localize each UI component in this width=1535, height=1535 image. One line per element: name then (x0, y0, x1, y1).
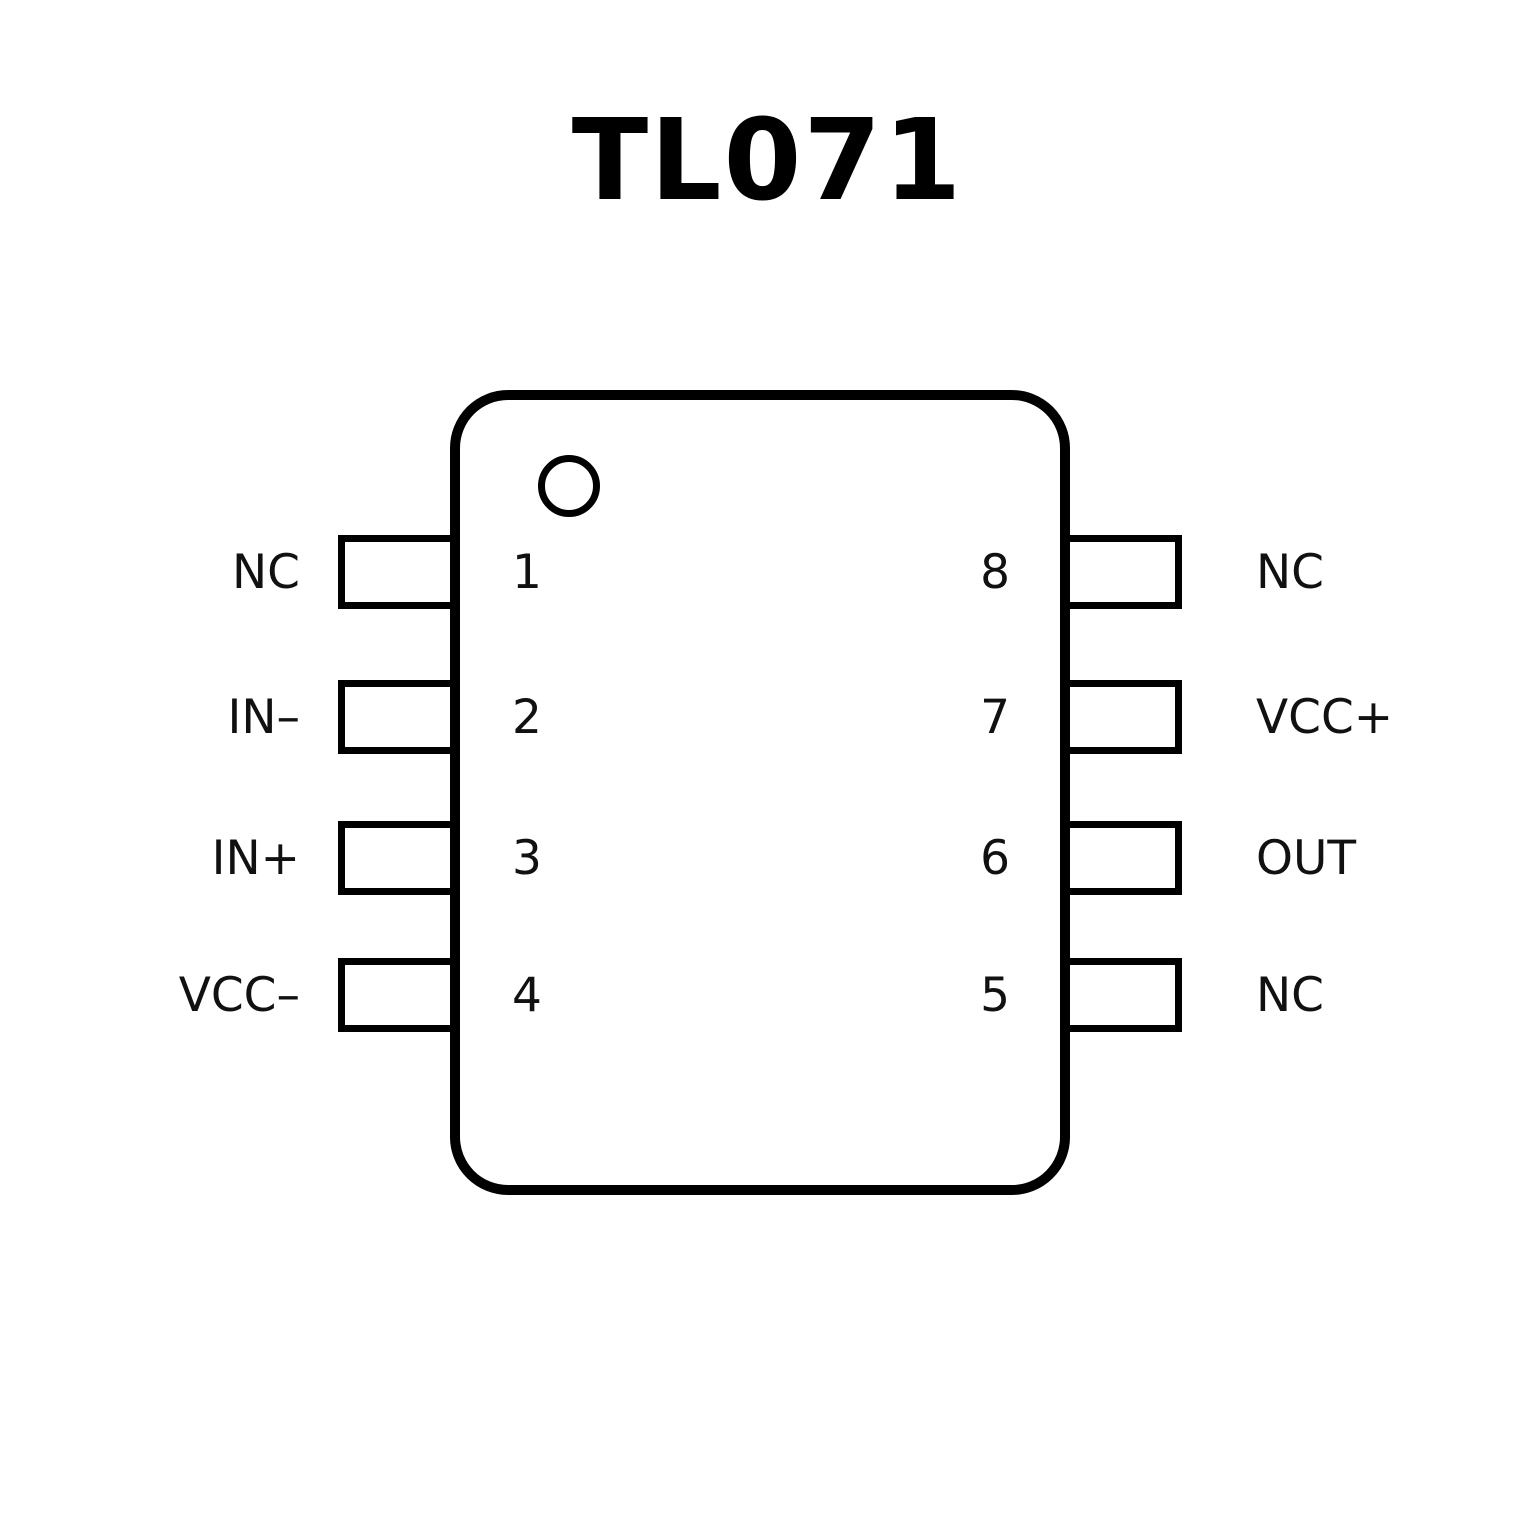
pin-label-5: NC (1256, 968, 1324, 1023)
pin-label-7: VCC+ (1256, 690, 1394, 745)
pin-number-8: 8 (980, 545, 1010, 600)
pin-number-5: 5 (980, 968, 1010, 1023)
pin-label-8: NC (1256, 545, 1324, 600)
pin-label-2: IN– (227, 690, 300, 745)
pin-number-2: 2 (512, 690, 542, 745)
pin-number-1: 1 (512, 545, 542, 600)
pin-rect-7 (1062, 680, 1182, 754)
chip-body (450, 390, 1070, 1195)
pin-label-4: VCC– (178, 968, 300, 1023)
pin-rect-2 (338, 680, 458, 754)
pin-label-6: OUT (1256, 831, 1357, 886)
pin-rect-1 (338, 535, 458, 609)
pin-rect-4 (338, 958, 458, 1032)
pin-rect-6 (1062, 821, 1182, 895)
pin-number-7: 7 (980, 690, 1010, 745)
pin-rect-3 (338, 821, 458, 895)
pin-rect-8 (1062, 535, 1182, 609)
pin-number-3: 3 (512, 831, 542, 886)
pin-rect-5 (1062, 958, 1182, 1032)
chip-title: TL071 (571, 96, 964, 226)
pin-number-4: 4 (512, 968, 542, 1023)
pin-label-3: IN+ (211, 831, 300, 886)
pin-label-1: NC (232, 545, 300, 600)
pin-number-6: 6 (980, 831, 1010, 886)
pin1-indicator-icon (538, 455, 600, 517)
